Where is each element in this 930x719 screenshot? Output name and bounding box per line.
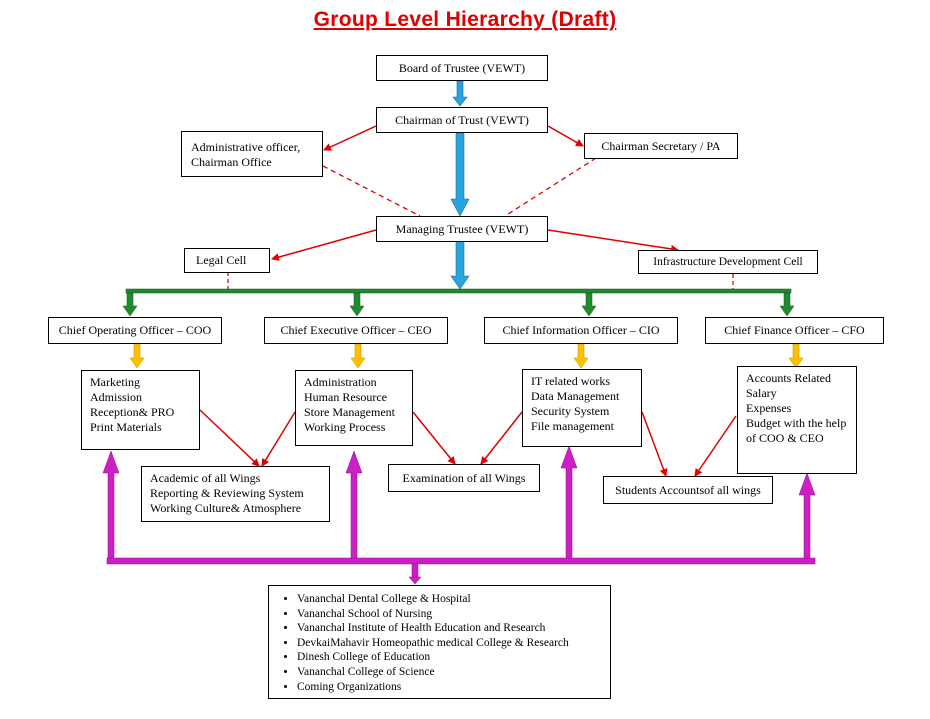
organization-item: Coming Organizations: [297, 680, 610, 695]
academic-item: Working Culture& Atmosphere: [150, 501, 302, 515]
duty-item: IT related works: [531, 374, 611, 388]
student-accounts-box: Students Accountsof all wings: [603, 476, 773, 504]
duty-item: Security System: [531, 404, 610, 418]
academic-item: Reporting & Reviewing System: [150, 486, 304, 500]
legal-cell-box: Legal Cell: [184, 248, 270, 273]
infrastructure-cell-box: Infrastructure Development Cell: [638, 250, 818, 274]
duty-item: Data Management: [531, 389, 620, 403]
duty-item: Reception& PRO: [90, 405, 175, 419]
cio-duties-box: IT related works Data Management Securit…: [522, 369, 642, 447]
dashed-secretary-managing: [504, 157, 597, 217]
officer-coo-box: Chief Operating Officer – COO: [48, 317, 222, 344]
duty-item: Administration: [304, 375, 377, 389]
officer-ceo-box: Chief Executive Officer – CEO: [264, 317, 448, 344]
duty-item: Salary: [746, 386, 777, 400]
admin-officer-line-1: Administrative officer,: [191, 140, 301, 154]
academic-box: Academic of all Wings Reporting & Review…: [141, 466, 330, 522]
duty-item: File management: [531, 419, 614, 433]
organization-item: Vananchal College of Science: [297, 665, 610, 680]
managing-trustee-box: Managing Trustee (VEWT): [376, 216, 548, 242]
organization-item: Vananchal Institute of Health Education …: [297, 621, 610, 636]
duty-item: of COO & CEO: [746, 431, 824, 445]
green-distribution-bar: [122, 288, 795, 317]
arrow-cio-exam: [480, 411, 523, 465]
organization-item: Dinesh College of Education: [297, 650, 610, 665]
arrow-cio-students: [641, 411, 668, 477]
arrow-chairman-secretary: [547, 125, 584, 147]
duty-item: Human Resource: [304, 390, 387, 404]
blue-arrow-chairman-managing: [450, 132, 470, 217]
arrow-managing-infra: [547, 229, 679, 253]
duty-item: Admission: [90, 390, 143, 404]
arrow-ceo-academic: [261, 411, 296, 467]
organizations-list: Vananchal Dental College & Hospital Vana…: [269, 592, 610, 694]
ceo-duties-box: Administration Human Resource Store Mana…: [295, 370, 413, 446]
chart-title: Group Level Hierarchy (Draft): [313, 8, 617, 31]
gold-arrows: [129, 343, 804, 369]
officer-cfo-box: Chief Finance Officer – CFO: [705, 317, 884, 344]
organization-item: Vananchal Dental College & Hospital: [297, 592, 610, 607]
academic-item: Academic of all Wings: [150, 471, 261, 485]
board-of-trustee-box: Board of Trustee (VEWT): [376, 55, 548, 81]
duty-item: Accounts Related: [746, 371, 831, 385]
duty-item: Working Process: [304, 420, 386, 434]
blue-arrow-board-chairman: [452, 80, 468, 107]
officer-cio-box: Chief Information Officer – CIO: [484, 317, 678, 344]
arrow-cfo-students: [694, 415, 737, 477]
duty-item: Expenses: [746, 401, 792, 415]
duty-item: Marketing: [90, 375, 140, 389]
chairman-secretary-box: Chairman Secretary / PA: [584, 133, 738, 159]
arrow-chairman-admin: [323, 125, 377, 151]
arrow-ceo-exam: [412, 411, 456, 465]
examination-box: Examination of all Wings: [388, 464, 540, 492]
duty-item: Store Management: [304, 405, 395, 419]
organizations-box: Vananchal Dental College & Hospital Vana…: [268, 585, 611, 699]
duty-item: Print Materials: [90, 420, 162, 434]
arrow-managing-legal: [271, 229, 377, 261]
blue-arrow-managing-officers: [450, 240, 470, 290]
organization-item: Vananchal School of Nursing: [297, 607, 610, 622]
administrative-officer-box: Administrative officer, Chairman Office: [181, 131, 323, 177]
organization-item: DevkaiMahavir Homeopathic medical Colleg…: [297, 636, 610, 651]
duty-item: Budget with the help: [746, 416, 847, 430]
cfo-duties-box: Accounts Related Salary Expenses Budget …: [737, 366, 857, 474]
dashed-admin-managing: [322, 165, 421, 217]
coo-duties-box: Marketing Admission Reception& PRO Print…: [81, 370, 200, 450]
admin-officer-line-2: Chairman Office: [191, 155, 272, 169]
arrow-coo-academic: [199, 409, 260, 467]
chairman-of-trust-box: Chairman of Trust (VEWT): [376, 107, 548, 133]
magenta-support-bar: [102, 445, 816, 585]
